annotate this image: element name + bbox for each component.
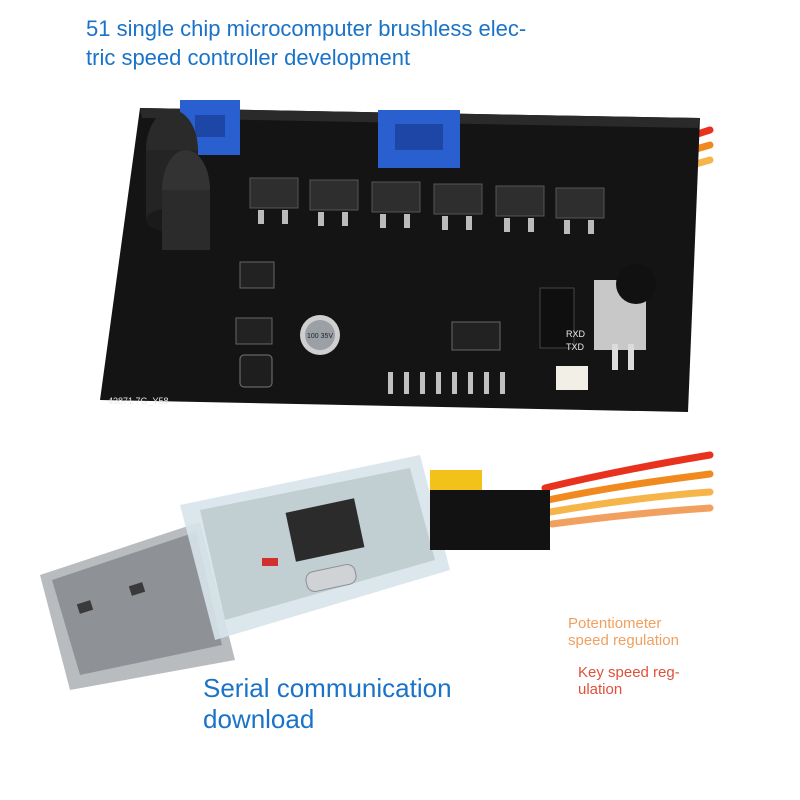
potentiometer-caption: Potentiometer speed regulation — [568, 615, 738, 649]
title-line-2: tric speed controller development — [86, 45, 411, 70]
pot-line-2: speed regulation — [568, 632, 679, 649]
pot-line-1: Potentiometer — [568, 615, 662, 632]
potentiometer-knob — [616, 264, 656, 304]
crystal — [305, 564, 357, 592]
header-pins — [388, 372, 505, 394]
driver-ic — [239, 261, 275, 289]
key-line-2: ulation — [578, 681, 623, 698]
cap-marking: 100 35V — [307, 333, 333, 340]
jst-connector — [556, 366, 588, 390]
board-model-text: 43871 7G_Y58 — [108, 396, 169, 406]
esc-board: 100 35V 43871 7G_Y58 RXD TXD — [100, 100, 700, 412]
title-line-1: 51 single chip microcomputer brushless e… — [86, 16, 527, 41]
mcu-chip — [451, 321, 501, 351]
adapter-header — [430, 490, 550, 550]
usb-serial-adapter — [40, 455, 550, 690]
usb-serial-chip — [285, 498, 365, 562]
serial-line-1: Serial communication — [203, 673, 452, 703]
pin-label-rxd: RXD — [566, 329, 586, 339]
key-speed-caption: Key speed reg- ulation — [578, 664, 728, 698]
dupont-plug — [539, 287, 575, 349]
key-line-1: Key speed reg- — [578, 664, 680, 681]
title-caption: 51 single chip microcomputer brushless e… — [86, 14, 646, 72]
serial-line-2: download — [203, 704, 315, 734]
serial-download-caption: Serial communication download — [203, 673, 503, 735]
mosfet-row — [249, 177, 605, 219]
pin-label-txd: TXD — [566, 342, 585, 352]
adapter-wires — [541, 451, 714, 528]
inductor — [239, 354, 273, 388]
driver-ic — [235, 317, 273, 345]
